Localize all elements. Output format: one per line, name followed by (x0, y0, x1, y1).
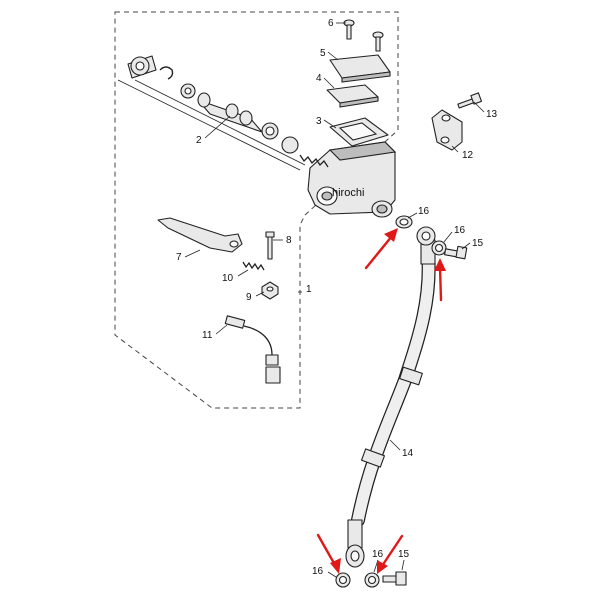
bolt-part-13 (457, 92, 483, 109)
callout-10: 10 (222, 273, 234, 284)
red-arrow-washer-top-right (434, 258, 446, 302)
callout-16-bottom-left: 16 (312, 566, 324, 577)
diaphragm-part-4-edge (339, 96, 379, 108)
callout-3: 3 (316, 116, 322, 127)
holder-part-3-inner (338, 122, 378, 141)
callout-11: 11 (202, 330, 213, 341)
brake-hose-part-14 (345, 226, 436, 568)
bracket-part-12 (431, 109, 463, 151)
callout-12: 12 (462, 150, 474, 161)
callout-1: 1 (306, 284, 312, 295)
screw-part-6 (343, 19, 384, 52)
watermark-text: hirochi (332, 187, 364, 199)
callout-8: 8 (286, 235, 292, 246)
callout-16-top-left: 16 (418, 206, 430, 217)
callout-16-bottom-right: 16 (372, 549, 384, 560)
red-arrow-washer-top-left (364, 228, 398, 270)
callout-16-top-right: 16 (454, 225, 466, 236)
union-bolt-part-15 (382, 245, 468, 586)
cover-part-5-edge (341, 71, 391, 83)
master-cylinder-body (307, 141, 397, 218)
callout-2: 2 (196, 135, 202, 146)
callout-9: 9 (246, 292, 252, 303)
callout-14: 14 (402, 448, 414, 459)
switch-part-11 (224, 315, 281, 384)
washer-part-16 (335, 215, 447, 588)
callout-6: 6 (328, 18, 334, 29)
red-arrow-washer-bottom-left (316, 533, 341, 574)
adjuster-part-10 (242, 261, 265, 271)
callout-7: 7 (176, 252, 182, 263)
lever-part-7 (157, 217, 243, 253)
leader-lines (184, 22, 485, 578)
nut-part-9 (261, 281, 279, 300)
piston-kit-part-2 (117, 55, 329, 171)
callout-5: 5 (320, 48, 326, 59)
callout-15-top: 15 (472, 238, 484, 249)
callout-4: 4 (316, 73, 322, 84)
red-arrow-washer-bottom-right (377, 534, 404, 574)
pivot-bolt-part-8 (265, 231, 275, 260)
callout-15-bottom: 15 (398, 549, 410, 560)
callout-13: 13 (486, 109, 498, 120)
